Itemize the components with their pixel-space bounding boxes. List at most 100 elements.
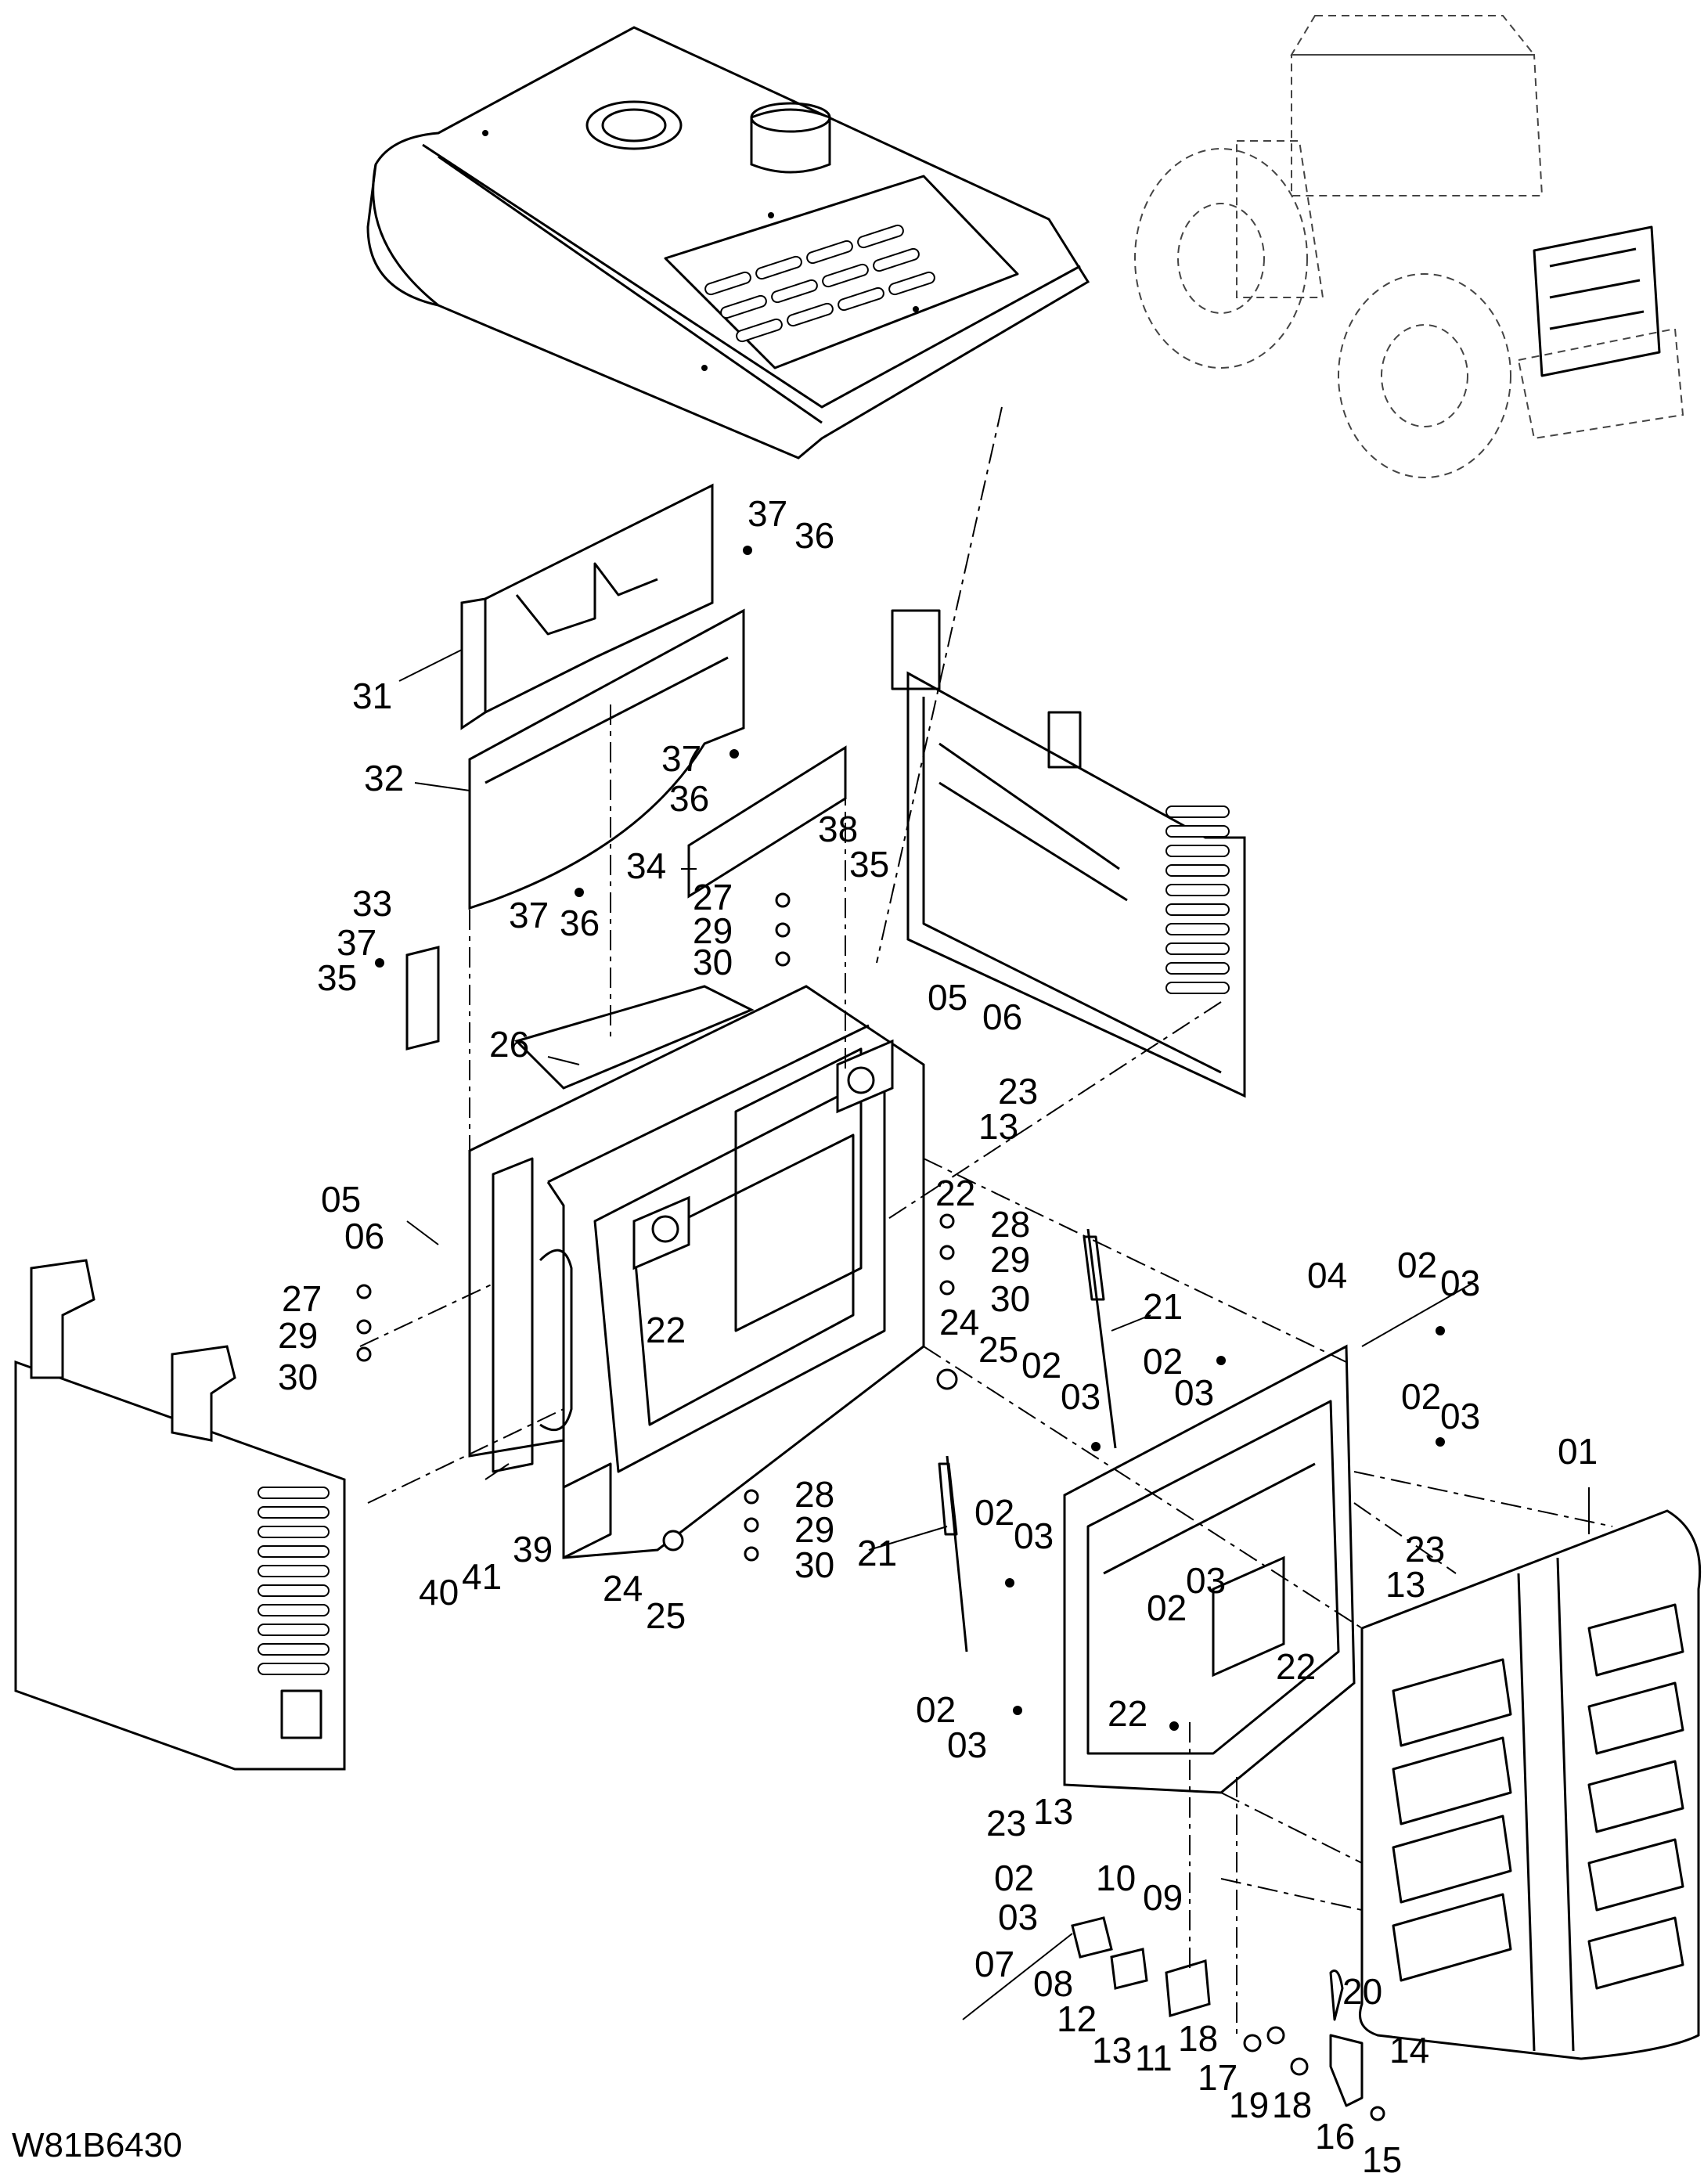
callout-36: 36	[794, 515, 834, 556]
callout-30: 30	[794, 1544, 834, 1585]
callout-01: 01	[1558, 1431, 1598, 1472]
shield-plate-32	[468, 608, 745, 910]
callout-06: 06	[344, 1216, 384, 1256]
callout-22: 22	[1108, 1693, 1147, 1734]
callout-35: 35	[317, 957, 357, 998]
callout-31: 31	[352, 676, 392, 716]
callout-21: 21	[857, 1533, 897, 1573]
latch-assembly	[1071, 1916, 1385, 2121]
callout-22: 22	[646, 1310, 686, 1350]
callout-18: 18	[1272, 2085, 1312, 2125]
callout-19: 19	[1229, 2085, 1269, 2125]
callout-29: 29	[278, 1315, 318, 1356]
callout-39: 39	[513, 1529, 553, 1570]
callout-23: 23	[998, 1071, 1038, 1112]
callout-29: 29	[794, 1509, 834, 1550]
callout-29: 29	[693, 910, 733, 951]
callout-02: 02	[1397, 1245, 1437, 1285]
insulator-26	[514, 985, 755, 1090]
bracket-33	[405, 946, 440, 1051]
callout-18: 18	[1178, 2018, 1218, 2059]
callout-09: 09	[1143, 1877, 1183, 1918]
callout-02: 02	[1401, 1376, 1441, 1417]
callout-23: 23	[1405, 1529, 1445, 1570]
gas-strut-21-lower	[938, 1455, 968, 1652]
callout-15: 15	[1362, 2139, 1402, 2180]
callout-24: 24	[603, 1568, 643, 1609]
callout-02: 02	[1147, 1588, 1187, 1628]
callout-34: 34	[626, 845, 666, 886]
callout-25: 25	[646, 1595, 686, 1636]
leader-lines	[398, 649, 1590, 2020]
callout-40: 40	[419, 1572, 459, 1613]
callout-20: 20	[1342, 1971, 1382, 2012]
callout-33: 33	[352, 883, 392, 924]
callout-03: 03	[1061, 1376, 1101, 1417]
callout-06: 06	[982, 996, 1022, 1037]
callout-03: 03	[1440, 1263, 1480, 1303]
callout-04: 04	[1307, 1255, 1347, 1296]
callout-32: 32	[364, 758, 404, 798]
callout-36: 36	[560, 903, 600, 943]
callout-08: 08	[1033, 1963, 1073, 2004]
callout-36: 36	[669, 778, 709, 819]
callout-03: 03	[998, 1897, 1038, 1937]
callout-05: 05	[928, 977, 967, 1018]
callout-30: 30	[693, 942, 733, 982]
callout-13: 13	[978, 1106, 1018, 1147]
machine-overview-ghost	[1134, 15, 1684, 478]
front-grille-01	[1359, 1509, 1702, 2060]
callout-23: 23	[986, 1803, 1026, 1843]
callout-37: 37	[509, 895, 549, 935]
callout-11: 11	[1135, 2038, 1173, 2078]
callout-37: 37	[661, 738, 701, 779]
callout-13: 13	[1033, 1791, 1073, 1832]
callout-03: 03	[947, 1724, 987, 1765]
callout-29: 29	[990, 1239, 1030, 1280]
callout-17: 17	[1198, 2057, 1237, 2098]
callout-02: 02	[916, 1689, 956, 1730]
callout-37: 37	[748, 493, 787, 534]
drawing-code: W81B6430	[12, 2126, 182, 2164]
callout-12: 12	[1057, 1998, 1097, 2039]
callout-02: 02	[974, 1492, 1014, 1533]
part-callouts: 37 36 31 32 37 36 38 35 34 37 36 33 37 3…	[278, 493, 1598, 2180]
radiator-frame	[468, 985, 925, 1559]
callout-41: 41	[462, 1556, 502, 1597]
callout-21: 21	[1143, 1286, 1183, 1327]
callout-05: 05	[321, 1179, 361, 1220]
callout-02: 02	[1021, 1345, 1061, 1386]
callout-02: 02	[994, 1858, 1034, 1898]
callout-22: 22	[1276, 1646, 1316, 1687]
hood-vent-slots	[704, 224, 935, 343]
callout-27: 27	[282, 1278, 322, 1319]
callout-25: 25	[978, 1329, 1018, 1370]
callout-30: 30	[278, 1357, 318, 1397]
callout-22: 22	[935, 1173, 975, 1213]
grille-frame-04	[1063, 1344, 1356, 1794]
callout-10: 10	[1096, 1858, 1136, 1898]
callout-28: 28	[990, 1204, 1030, 1245]
callout-27: 27	[693, 877, 733, 917]
callout-30: 30	[990, 1278, 1030, 1319]
callout-02: 02	[1143, 1341, 1183, 1382]
callout-37: 37	[337, 922, 376, 963]
callout-13: 13	[1385, 1564, 1425, 1605]
side-door-left	[14, 1259, 346, 1771]
callout-38: 38	[818, 809, 858, 849]
gas-strut-21-upper	[1083, 1228, 1117, 1449]
callout-03: 03	[1014, 1515, 1054, 1556]
callout-14: 14	[1389, 2030, 1429, 2070]
callout-24: 24	[939, 1302, 979, 1342]
fasteners	[356, 546, 1445, 1731]
side-door-right	[891, 609, 1246, 1098]
engine-hood	[366, 26, 1090, 460]
callout-16: 16	[1315, 2116, 1355, 2157]
callout-03: 03	[1186, 1560, 1226, 1601]
shield-plate-31	[460, 483, 714, 730]
callout-28: 28	[794, 1474, 834, 1515]
side-door-right-vent-slots	[1165, 805, 1230, 994]
callout-03: 03	[1174, 1372, 1214, 1413]
callout-26: 26	[489, 1024, 529, 1065]
